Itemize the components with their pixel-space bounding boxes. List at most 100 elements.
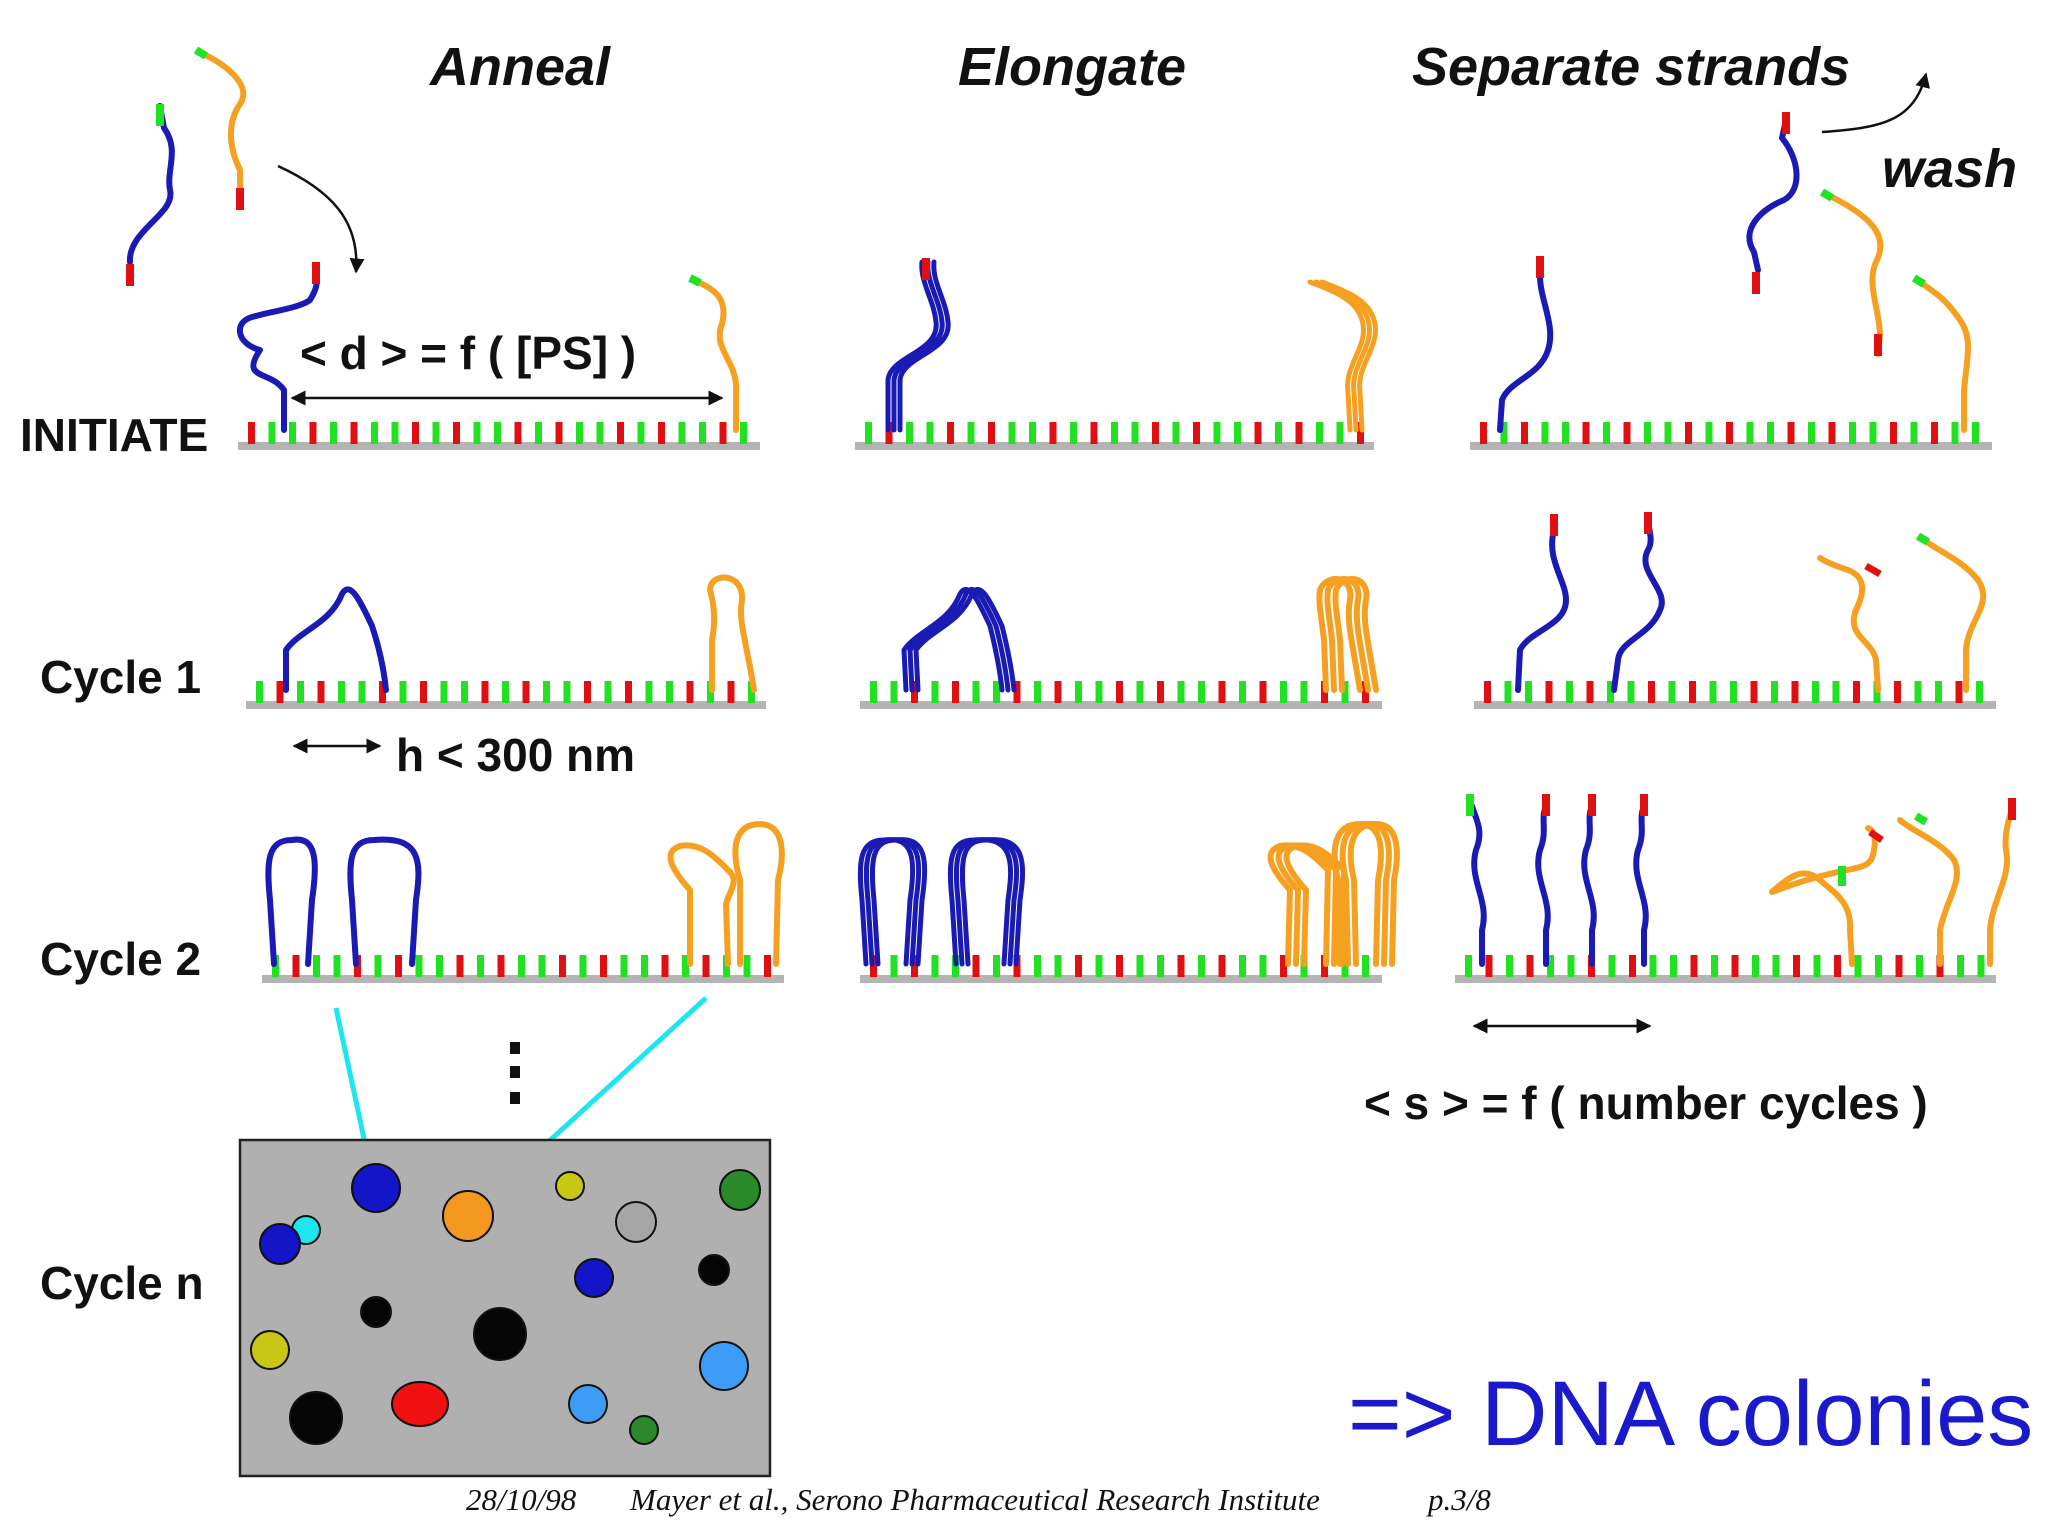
primer: [1623, 422, 1631, 444]
primer: [1586, 681, 1594, 703]
colony-orange: [442, 1190, 494, 1242]
primer: [952, 681, 959, 703]
row-label-cycle-1: Cycle 1: [40, 651, 202, 703]
primer: [371, 422, 378, 444]
primer: [1705, 422, 1713, 444]
colony-light-blue: [699, 1341, 749, 1391]
bridge-blue: [283, 586, 389, 693]
primer: [1049, 422, 1057, 444]
primer: [1295, 422, 1303, 444]
primer: [1644, 422, 1651, 444]
primer: [637, 422, 645, 444]
primer: [890, 681, 898, 703]
primer: [1951, 422, 1959, 444]
primer: [436, 955, 443, 977]
primer: [1916, 955, 1923, 977]
primer: [1603, 422, 1610, 444]
primer: [579, 955, 587, 977]
primer: [1791, 681, 1799, 703]
primer: [1116, 681, 1123, 703]
primer: [947, 422, 954, 444]
colony-gray: [615, 1201, 657, 1243]
primer: [682, 955, 689, 977]
primer: [317, 681, 325, 703]
primer: [865, 422, 872, 444]
primer: [1234, 422, 1241, 444]
free-strand-blue: [126, 103, 175, 265]
strand-end: [1588, 794, 1596, 816]
primer: [1787, 422, 1795, 444]
primer: [719, 422, 727, 444]
strands-layer: [126, 46, 2016, 967]
bridge-blue-c2: [265, 836, 318, 967]
header-separate-strands: Separate strands: [1412, 37, 1851, 97]
colony-light-blue: [568, 1384, 608, 1424]
primer: [699, 422, 706, 444]
primer: [1890, 422, 1897, 444]
primer: [358, 681, 366, 703]
primer: [1670, 955, 1677, 977]
primer: [658, 422, 665, 444]
primer: [993, 681, 1000, 703]
bridge-orange-elongated: [1332, 576, 1379, 693]
colony-blue: [351, 1163, 401, 1213]
height-equation: h < 300 nm: [396, 729, 636, 781]
primer: [1177, 681, 1185, 703]
primer: [1095, 681, 1103, 703]
ellipsis-dot: [510, 1042, 520, 1054]
primer: [625, 681, 632, 703]
primer: [297, 681, 304, 703]
primer: [1629, 955, 1636, 977]
primer: [1813, 955, 1821, 977]
primer: [1849, 422, 1856, 444]
footer-date: 28/10/98: [466, 1482, 577, 1517]
primer: [1275, 422, 1282, 444]
primer: [395, 955, 402, 977]
primer: [617, 422, 624, 444]
primer: [1157, 681, 1164, 703]
strand-end: [1752, 272, 1760, 294]
primer: [559, 955, 566, 977]
primer: [1341, 681, 1349, 703]
primer: [1013, 681, 1021, 703]
bridge-orange: [707, 574, 757, 693]
primer: [1136, 681, 1144, 703]
primer: [502, 681, 509, 703]
primer: [702, 955, 710, 977]
primer: [1731, 955, 1739, 977]
strand-orange-c2: [1769, 825, 1878, 967]
primer: [1771, 681, 1778, 703]
primer: [1500, 422, 1508, 444]
strand-blue-c2: [1581, 803, 1597, 967]
primer: [1218, 955, 1226, 977]
primer: [1649, 955, 1657, 977]
primer: [399, 681, 407, 703]
primer: [1685, 422, 1692, 444]
primer: [1054, 955, 1062, 977]
strand-end: [1874, 334, 1882, 356]
primer: [1709, 681, 1717, 703]
primer: [412, 422, 419, 444]
primer: [1567, 955, 1575, 977]
primer: [1136, 955, 1144, 977]
primer: [555, 422, 563, 444]
strand-blue-annealing: [236, 271, 320, 433]
primer: [1034, 681, 1041, 703]
primer: [420, 681, 427, 703]
primer: [926, 422, 934, 444]
primer: [596, 422, 604, 444]
primer: [276, 681, 284, 703]
primer: [1648, 681, 1655, 703]
primer: [906, 422, 913, 444]
distance-equation: < d > = f ( [PS] ): [300, 327, 637, 379]
primer: [600, 955, 607, 977]
primer: [1152, 422, 1159, 444]
primer: [1316, 422, 1323, 444]
primer: [350, 422, 358, 444]
header-anneal: Anneal: [430, 37, 611, 97]
strand-end: [193, 46, 209, 60]
primer: [1008, 422, 1016, 444]
strand-end: [1915, 532, 1931, 546]
colony-yellow: [250, 1330, 290, 1370]
